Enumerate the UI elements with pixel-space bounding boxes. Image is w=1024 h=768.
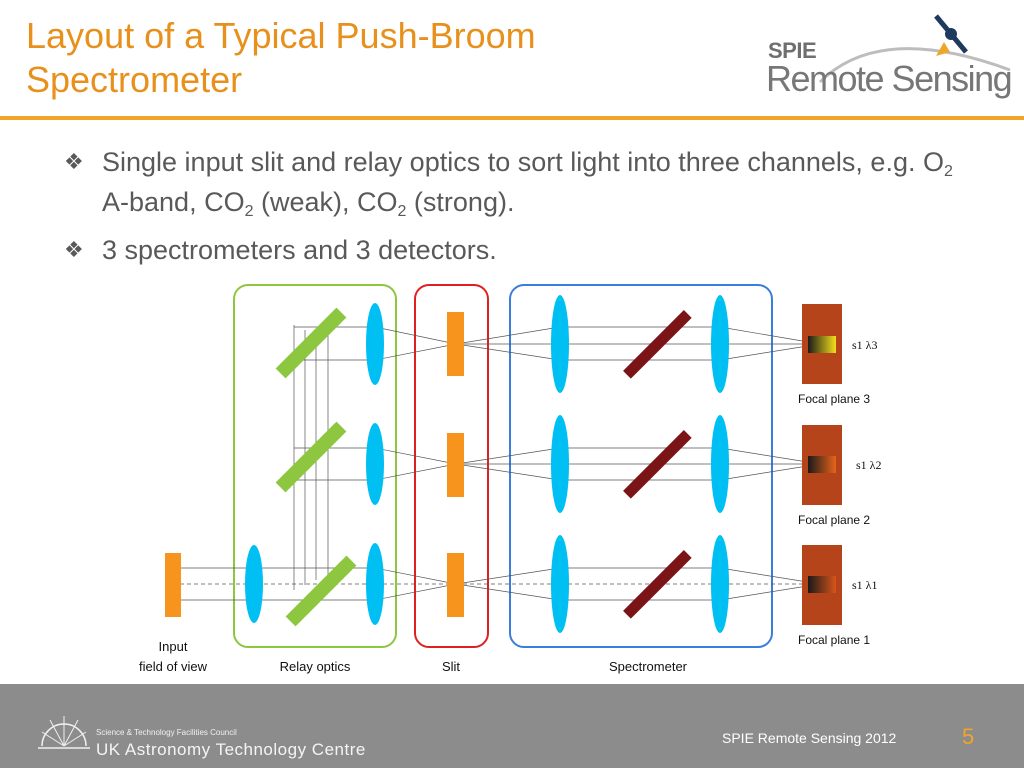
logo-spie-text: SPIE bbox=[768, 38, 817, 63]
collimator-lens-3 bbox=[551, 295, 569, 393]
slit-2 bbox=[447, 433, 464, 497]
slit-box bbox=[414, 284, 489, 648]
signal-label-3: s1 λ3 bbox=[852, 338, 878, 352]
bullet-item: ❖ Single input slit and relay optics to … bbox=[64, 142, 964, 222]
org-name-text: UK Astronomy Technology Centre bbox=[96, 740, 366, 759]
input-label-line-2: field of view bbox=[139, 659, 208, 674]
sunburst-logo-icon bbox=[38, 716, 90, 749]
spectrometer-diagram: s1 λ3 s1 λ2 s1 λ1 Focal plane 3 Focal pl… bbox=[139, 284, 882, 674]
diamond-bullet-icon: ❖ bbox=[64, 237, 84, 262]
bullet-item: ❖ 3 spectrometers and 3 detectors. bbox=[64, 230, 964, 270]
slit-1 bbox=[447, 553, 464, 617]
diamond-bullet-icon: ❖ bbox=[64, 149, 84, 174]
spectrum-2 bbox=[808, 456, 836, 473]
relay-mirror-2 bbox=[275, 421, 347, 493]
relay-input-lens bbox=[245, 545, 263, 623]
org-small-text: Science & Technology Facilities Council bbox=[96, 728, 237, 737]
relay-lens-2 bbox=[366, 423, 384, 505]
slit-label: Slit bbox=[442, 659, 460, 674]
focal-plane-2-label: Focal plane 2 bbox=[798, 513, 870, 527]
page-number: 5 bbox=[962, 724, 975, 749]
spectrometer-box bbox=[509, 284, 773, 648]
relay-lens-1 bbox=[366, 543, 384, 625]
grating-2 bbox=[623, 430, 692, 499]
spectrometer-label: Spectrometer bbox=[609, 659, 688, 674]
collimator-lens-1 bbox=[551, 535, 569, 633]
signal-label-1: s1 λ1 bbox=[852, 578, 878, 592]
relay-optics-label: Relay optics bbox=[280, 659, 351, 674]
spectrum-1 bbox=[808, 576, 836, 593]
spectrum-3 bbox=[808, 336, 836, 353]
stfc-logo: Science & Technology Facilities Council … bbox=[36, 706, 376, 762]
camera-lens-1 bbox=[711, 535, 729, 633]
slit-3 bbox=[447, 312, 464, 376]
slide-title: Layout of a Typical Push-Broom Spectrome… bbox=[26, 14, 666, 102]
signal-label-2: s1 λ2 bbox=[856, 458, 882, 472]
camera-lens-3 bbox=[711, 295, 729, 393]
satellite-logo-icon bbox=[818, 14, 1011, 84]
footer-bar bbox=[0, 684, 1024, 768]
bullet-1-text: Single input slit and relay optics to so… bbox=[102, 147, 953, 220]
collimator-lens-2 bbox=[551, 415, 569, 513]
spie-remote-sensing-logo: SPIE Remote Sensing bbox=[760, 12, 1020, 108]
logo-remote-sensing-text: Remote Sensing bbox=[766, 58, 1013, 99]
input-field-of-view bbox=[165, 553, 181, 617]
focal-plane-1-label: Focal plane 1 bbox=[798, 633, 870, 647]
relay-mirrors bbox=[275, 307, 357, 627]
title-line-2: Spectrometer bbox=[26, 59, 243, 100]
relay-lens-3 bbox=[366, 303, 384, 385]
title-line-1: Layout of a Typical Push-Broom bbox=[26, 15, 536, 56]
relay-mirror-3 bbox=[275, 307, 347, 379]
input-label-line-1: Input bbox=[159, 639, 188, 654]
relay-mirror-1 bbox=[285, 555, 357, 627]
camera-lens-2 bbox=[711, 415, 729, 513]
gratings bbox=[623, 310, 692, 619]
relay-optics-box bbox=[233, 284, 397, 648]
grating-1 bbox=[623, 550, 692, 619]
conference-name: SPIE Remote Sensing 2012 bbox=[722, 730, 897, 746]
focal-plane-3-label: Focal plane 3 bbox=[798, 392, 870, 406]
bullet-2-text: 3 spectrometers and 3 detectors. bbox=[102, 235, 497, 265]
bullet-list: ❖ Single input slit and relay optics to … bbox=[64, 142, 964, 278]
title-divider bbox=[0, 116, 1024, 120]
grating-3 bbox=[623, 310, 692, 379]
